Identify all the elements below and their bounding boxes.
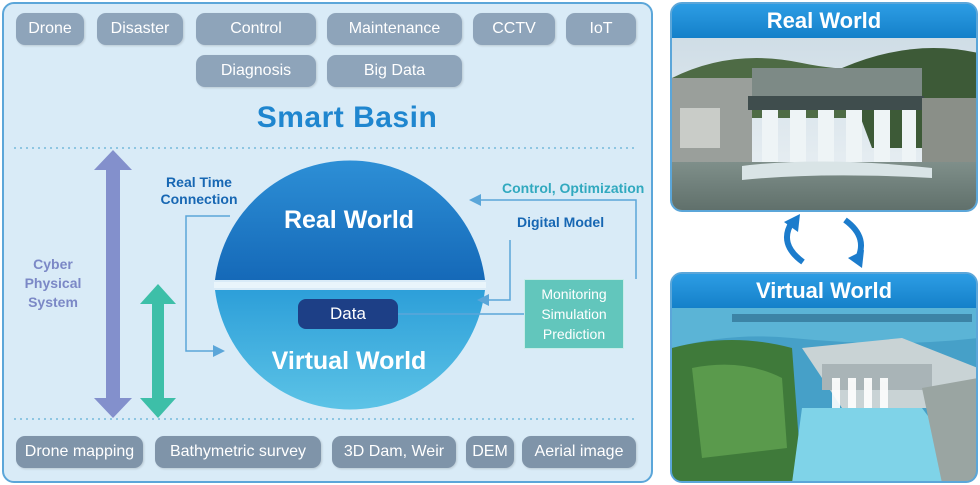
chip-big-data: Big Data [327, 55, 462, 87]
control-loop-connector [469, 194, 637, 279]
chip-drone-mapping: Drone mapping [16, 436, 143, 468]
monitoring-simulation-prediction-box: Monitoring Simulation Prediction [524, 279, 624, 349]
chip-diagnosis: Diagnosis [196, 55, 316, 87]
circle-real-world-label: Real World [283, 206, 415, 234]
chip-bathymetric-survey: Bathymetric survey [155, 436, 321, 468]
real-world-photo-title: Real World [672, 4, 976, 38]
chip-drone: Drone [16, 13, 84, 45]
chip-iot: IoT [566, 13, 636, 45]
chip-cctv: CCTV [473, 13, 555, 45]
digital-model-label: Digital Model [517, 214, 605, 230]
cps-double-arrow [94, 150, 132, 418]
chip-disaster: Disaster [97, 13, 183, 45]
cyber-physical-system-label: Cyber Physical System [24, 256, 82, 310]
chip-control: Control [196, 13, 316, 45]
world-circle [214, 160, 486, 410]
diagram-title: Smart Basin [256, 101, 438, 134]
circle-virtual-world-label: Virtual World [271, 347, 427, 375]
real-time-connector [185, 215, 230, 357]
dam-photo [672, 38, 976, 210]
virtual-dam-render [672, 308, 976, 481]
teal-double-arrow [140, 284, 176, 418]
virtual-world-photo-panel: Virtual World [670, 272, 978, 483]
chip-maintenance: Maintenance [327, 13, 462, 45]
chip-aerial-image: Aerial image [522, 436, 636, 468]
real-world-photo-panel: Real World [670, 2, 978, 212]
control-optimization-label: Control, Optimization [502, 180, 645, 196]
data-pill: Data [298, 299, 398, 329]
real-time-connection-label: Real Time Connection [160, 174, 238, 207]
chip-3d-dam-weir: 3D Dam, Weir [332, 436, 456, 468]
virtual-world-photo-title: Virtual World [672, 274, 976, 308]
chip-dem: DEM [466, 436, 514, 468]
digital-model-connector [477, 240, 511, 306]
